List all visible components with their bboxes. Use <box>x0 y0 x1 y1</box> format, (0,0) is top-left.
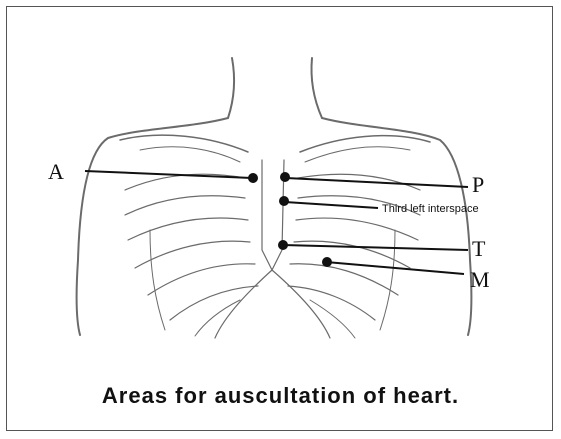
point-tricuspid <box>278 240 288 250</box>
leader-line-m <box>326 262 464 274</box>
leader-line-third <box>285 202 378 208</box>
label-p: P <box>472 172 484 197</box>
point-third-interspace <box>279 196 289 206</box>
point-aortic <box>248 173 258 183</box>
leader-line-p <box>286 178 468 187</box>
point-pulmonary <box>280 172 290 182</box>
point-mitral <box>322 257 332 267</box>
leader-line-t <box>283 245 468 250</box>
label-t: T <box>472 236 486 261</box>
label-a: A <box>48 159 64 184</box>
label-m: M <box>470 267 490 292</box>
auscultation-points <box>248 172 332 267</box>
figure-caption: Areas for auscultation of heart. <box>0 383 561 409</box>
torso-sketch <box>77 58 472 338</box>
label-third-interspace: Third left interspace <box>382 203 479 215</box>
